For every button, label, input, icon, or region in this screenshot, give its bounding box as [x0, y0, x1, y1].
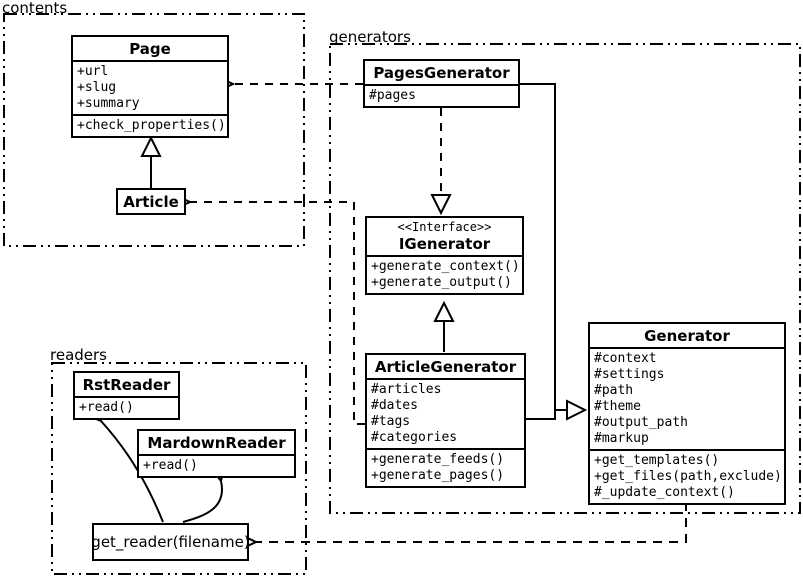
- package-frame-contents: [3, 13, 305, 247]
- class-igenerator-name: IGenerator: [398, 235, 491, 253]
- attribute: +url: [77, 64, 109, 79]
- dependency-arrow-articlegenerator-to-article: [174, 194, 365, 425]
- class-articlegenerator-methods: +generate_feeds() +generate_pages(): [367, 448, 524, 486]
- method: +read(): [143, 458, 198, 473]
- attribute: #categories: [371, 430, 458, 445]
- method: +read(): [79, 400, 134, 415]
- attribute: #tags: [371, 414, 411, 429]
- arrow-getreader-to-mardownreader: [182, 464, 226, 523]
- class-generator: Generator #context #settings #path #them…: [588, 322, 786, 505]
- class-article: Article: [116, 188, 186, 215]
- package-frame-generators: [329, 43, 801, 514]
- class-rstreader: RstReader +read(): [73, 371, 180, 420]
- attribute: #path: [594, 383, 634, 398]
- class-igenerator-stereotype: <<Interface>>: [397, 220, 492, 234]
- class-generator-title: Generator: [644, 327, 730, 345]
- function-box-get-reader: get_reader(filename): [91, 523, 250, 561]
- class-igenerator-title: <<Interface>> IGenerator: [367, 218, 522, 255]
- class-page-methods: +check_properties(): [73, 114, 227, 136]
- class-pagesgenerator-attributes: #pages: [365, 84, 518, 106]
- package-label-generators: generators: [329, 28, 411, 46]
- class-page: Page +url +slug +summary +check_properti…: [71, 35, 229, 138]
- class-page-attributes: +url +slug +summary: [73, 60, 227, 114]
- inheritance-arrow-pagesgenerator-to-generator: [520, 83, 588, 421]
- method: +get_files(path,exclude): [594, 469, 782, 484]
- inheritance-arrow-articlegenerator-to-generator: [526, 410, 556, 420]
- method: +generate_context(): [371, 259, 520, 274]
- class-mardownreader-methods: +read(): [139, 454, 294, 476]
- class-pagesgenerator-title: PagesGenerator: [373, 64, 510, 82]
- class-igenerator-methods: +generate_context() +generate_output(): [367, 255, 522, 293]
- package-label-contents: contents: [2, 0, 68, 17]
- attribute: +summary: [77, 96, 140, 111]
- class-articlegenerator: ArticleGenerator #articles #dates #tags …: [365, 353, 526, 488]
- method: #_update_context(): [594, 485, 735, 500]
- function-box-get-reader-label: get_reader(filename): [91, 533, 250, 551]
- attribute: #markup: [594, 431, 649, 446]
- class-articlegenerator-attributes: #articles #dates #tags #categories: [367, 378, 524, 448]
- class-mardownreader-title: MardownReader: [147, 434, 286, 452]
- method: +generate_output(): [371, 275, 512, 290]
- class-igenerator: <<Interface>> IGenerator +generate_conte…: [365, 216, 524, 295]
- class-rstreader-methods: +read(): [75, 396, 178, 418]
- class-pagesgenerator: PagesGenerator #pages: [363, 59, 520, 108]
- attribute: #context: [594, 351, 657, 366]
- method: +generate_pages(): [371, 468, 505, 483]
- attribute: #articles: [371, 382, 442, 397]
- package-label-readers: readers: [50, 346, 107, 364]
- dependency-arrow-generator-to-getreader: [240, 502, 687, 550]
- class-mardownreader: MardownReader +read(): [137, 429, 296, 478]
- attribute: #pages: [369, 88, 416, 103]
- class-generator-attributes: #context #settings #path #theme #output_…: [590, 347, 784, 449]
- attribute: +slug: [77, 80, 117, 95]
- package-frame-readers: [51, 362, 307, 575]
- class-generator-methods: +get_templates() +get_files(path,exclude…: [590, 449, 784, 503]
- class-rstreader-title: RstReader: [82, 376, 171, 394]
- method: +get_templates(): [594, 453, 720, 468]
- attribute: #settings: [594, 367, 665, 382]
- attribute: #dates: [371, 398, 418, 413]
- attribute: #output_path: [594, 415, 688, 430]
- method: +generate_feeds(): [371, 452, 505, 467]
- class-article-title: Article: [123, 193, 179, 211]
- class-articlegenerator-title: ArticleGenerator: [374, 358, 517, 376]
- class-page-title: Page: [129, 40, 171, 58]
- attribute: #theme: [594, 399, 641, 414]
- method: +check_properties(): [77, 118, 226, 133]
